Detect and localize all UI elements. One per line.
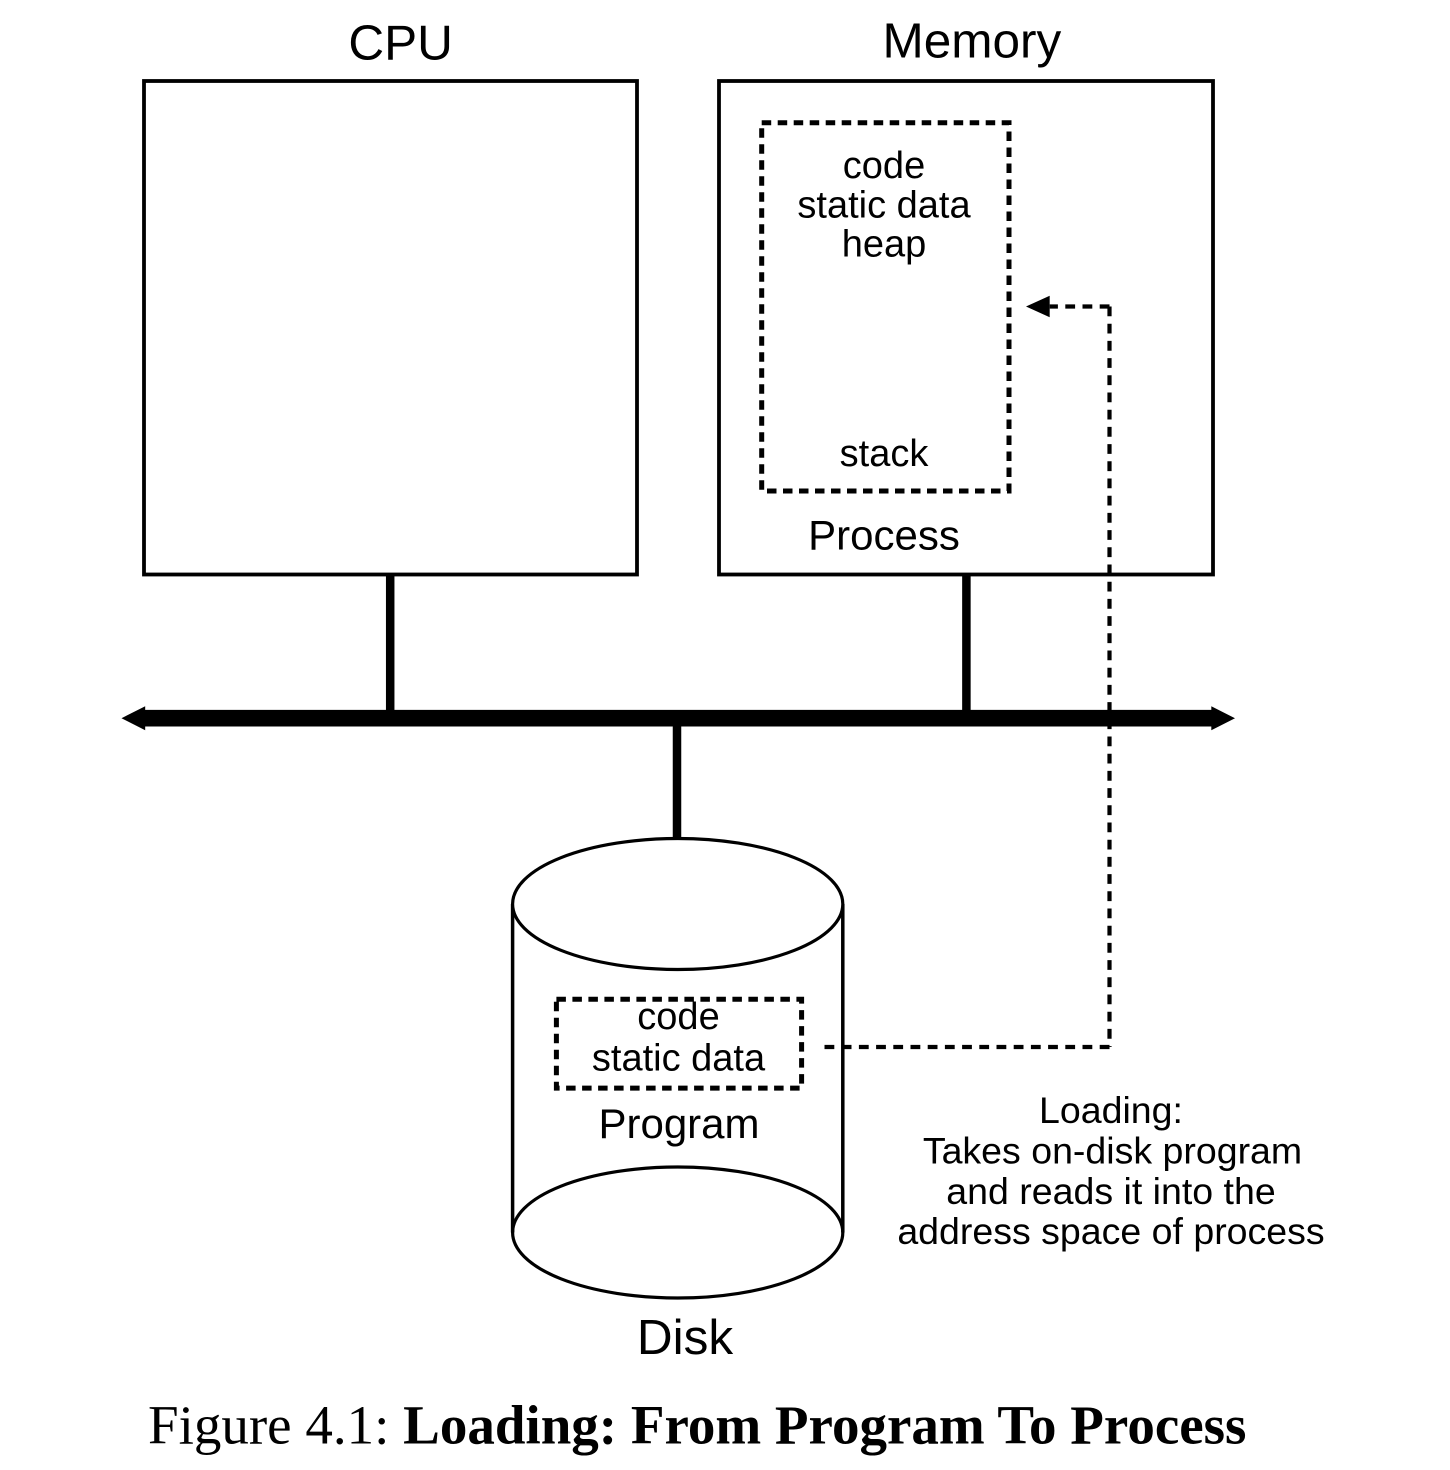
svg-text:and reads it into the: and reads it into the: [946, 1170, 1275, 1212]
svg-text:code: code: [843, 145, 925, 187]
svg-text:Figure 4.1: Loading: From Prog: Figure 4.1: Loading: From Program To Pro…: [148, 1395, 1246, 1456]
svg-text:heap: heap: [842, 224, 927, 266]
svg-text:Process: Process: [808, 512, 960, 559]
svg-text:CPU: CPU: [348, 15, 453, 70]
svg-text:stack: stack: [840, 433, 930, 475]
svg-text:Loading:: Loading:: [1039, 1089, 1183, 1131]
svg-text:static data: static data: [797, 184, 971, 226]
svg-text:Disk: Disk: [637, 1310, 733, 1365]
svg-text:Takes on-disk program: Takes on-disk program: [923, 1130, 1302, 1172]
svg-text:address space of process: address space of process: [897, 1210, 1324, 1252]
svg-text:Program: Program: [598, 1100, 759, 1147]
svg-text:Memory: Memory: [883, 14, 1062, 69]
svg-text:static data: static data: [592, 1038, 766, 1080]
svg-text:code: code: [637, 996, 719, 1038]
